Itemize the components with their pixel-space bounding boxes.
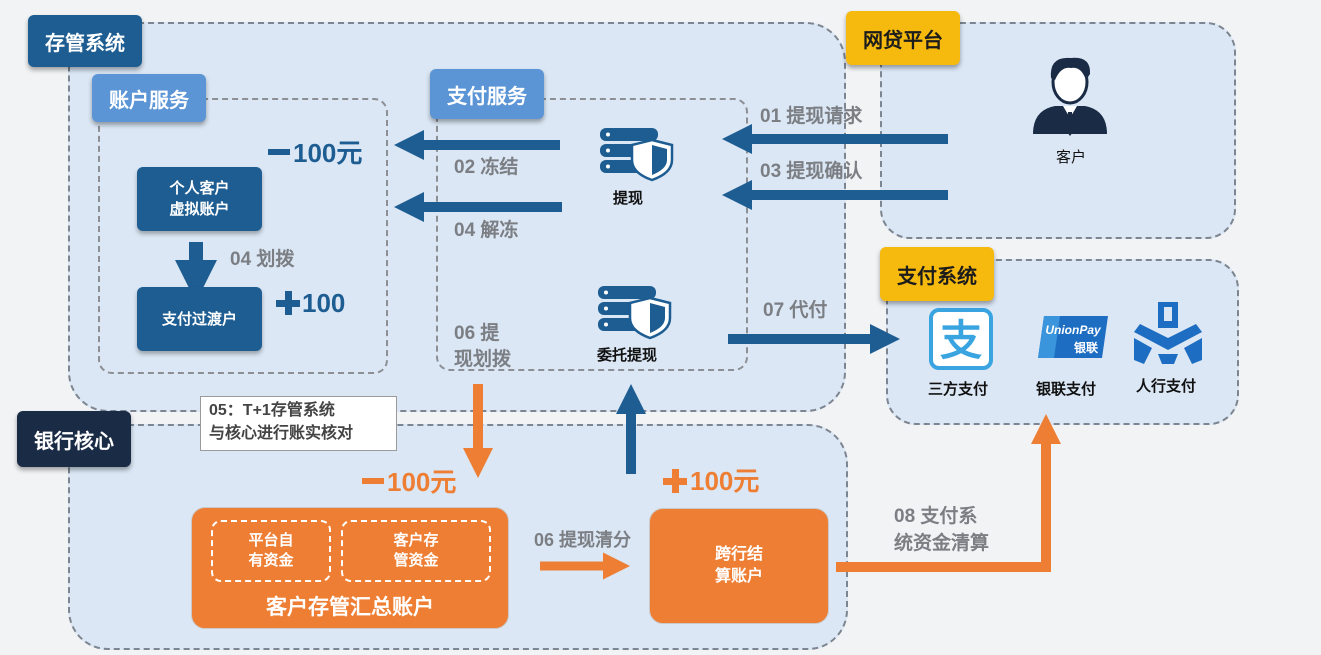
reconciliation-note-line1: 05：T+1存管系统 — [209, 402, 335, 419]
account-service-region — [98, 98, 388, 374]
server-shield-icon — [598, 286, 672, 340]
step-02-label: 02 冻结 — [454, 157, 519, 178]
step-06-clearing-label: 06 提现清分 — [534, 530, 632, 550]
step-07-label: 07 代付 — [763, 300, 828, 321]
minus-icon — [268, 149, 290, 156]
transit-account-label: 支付过渡户 — [161, 310, 237, 328]
personal-virtual-account: 个人客户 虚拟账户 — [137, 167, 262, 231]
entrusted-withdraw-service-label: 委托提现 — [597, 347, 658, 364]
step-01-label: 01 提现请求 — [760, 106, 863, 127]
reconciliation-note-line2: 与核心进行账实核对 — [209, 425, 354, 442]
amount-minus-bottom-value: 100元 — [387, 467, 457, 497]
step-04-transfer-label: 04 划拨 — [230, 249, 295, 270]
unionpay-logo-cn: 银联 — [1074, 340, 1098, 355]
svg-text:支: 支 — [940, 316, 982, 365]
server-shield-icon — [600, 128, 674, 182]
amount-minus-bottom: 100元 — [362, 462, 456, 499]
customer-custody-funds: 客户存 管资金 — [341, 520, 491, 582]
withdraw-service-label: 提现 — [613, 190, 644, 207]
amount-minus-top-value: 100元 — [293, 138, 363, 168]
amount-plus-mid: 100 — [276, 288, 345, 319]
payment-service-tag: 支付服务 — [430, 69, 544, 119]
platform-own-funds: 平台自 有资金 — [211, 520, 331, 582]
customer-person-icon — [1033, 57, 1107, 136]
platform-own-funds-line2: 有资金 — [248, 552, 294, 569]
reconciliation-note: 05：T+1存管系统 与核心进行账实核对 — [200, 396, 397, 451]
unionpay-logo-en: UnionPay — [1045, 323, 1102, 337]
amount-plus-bottom-value: 100元 — [690, 466, 760, 496]
amount-plus-bottom: 100元 — [663, 461, 759, 498]
customer-label: 客户 — [1056, 149, 1087, 166]
interbank-settlement-account: 跨行结 算账户 — [649, 508, 829, 624]
pboc-logo-icon — [1134, 302, 1202, 364]
step-06-transfer-line1: 06 提 — [454, 323, 500, 344]
amount-minus-top: 100元 — [268, 133, 362, 170]
personal-virtual-account-line2: 虚拟账户 — [169, 201, 230, 218]
custody-system-tag: 存管系统 — [28, 15, 142, 67]
step-06-transfer-label: 06 提 现划拨 — [454, 321, 511, 373]
customer-custody-funds-line1: 客户存 — [393, 532, 439, 549]
interbank-account-line1: 跨行结 — [714, 546, 763, 563]
p2p-platform-tag: 网贷平台 — [846, 11, 960, 65]
payment-service-region — [436, 98, 748, 371]
personal-virtual-account-line1: 个人客户 — [169, 180, 230, 197]
bank-core-tag: 银行核心 — [17, 411, 131, 467]
interbank-account-line2: 算账户 — [714, 568, 763, 585]
unionpay-label: 银联支付 — [1036, 381, 1097, 398]
plus-icon — [663, 469, 687, 494]
step-08-line1: 08 支付系 — [894, 506, 978, 527]
platform-own-funds-line1: 平台自 — [248, 532, 294, 549]
step-08-label: 08 支付系 统资金清算 — [894, 503, 989, 557]
amount-plus-mid-value: 100 — [302, 288, 346, 318]
payment-system-tag: 支付系统 — [880, 247, 994, 301]
summary-account-label: 客户存管汇总账户 — [266, 596, 434, 619]
step-03-label: 03 提现确认 — [760, 161, 863, 182]
plus-icon — [276, 291, 300, 316]
customer-custody-funds-line2: 管资金 — [393, 552, 439, 569]
transit-account: 支付过渡户 — [137, 287, 262, 351]
third-party-pay-icon: 支 — [929, 308, 993, 370]
step-04-unfreeze-label: 04 解冻 — [454, 220, 519, 241]
minus-icon — [362, 478, 384, 485]
third-party-pay-label: 三方支付 — [928, 381, 989, 398]
unionpay-logo-icon: UnionPay 银联 — [1038, 316, 1108, 358]
step-06-transfer-line2: 现划拨 — [454, 349, 512, 370]
arrow-08-settlement — [836, 414, 1061, 572]
account-service-tag: 账户服务 — [92, 74, 206, 122]
pboc-pay-label: 人行支付 — [1136, 378, 1197, 395]
step-08-line2: 统资金清算 — [894, 533, 990, 554]
